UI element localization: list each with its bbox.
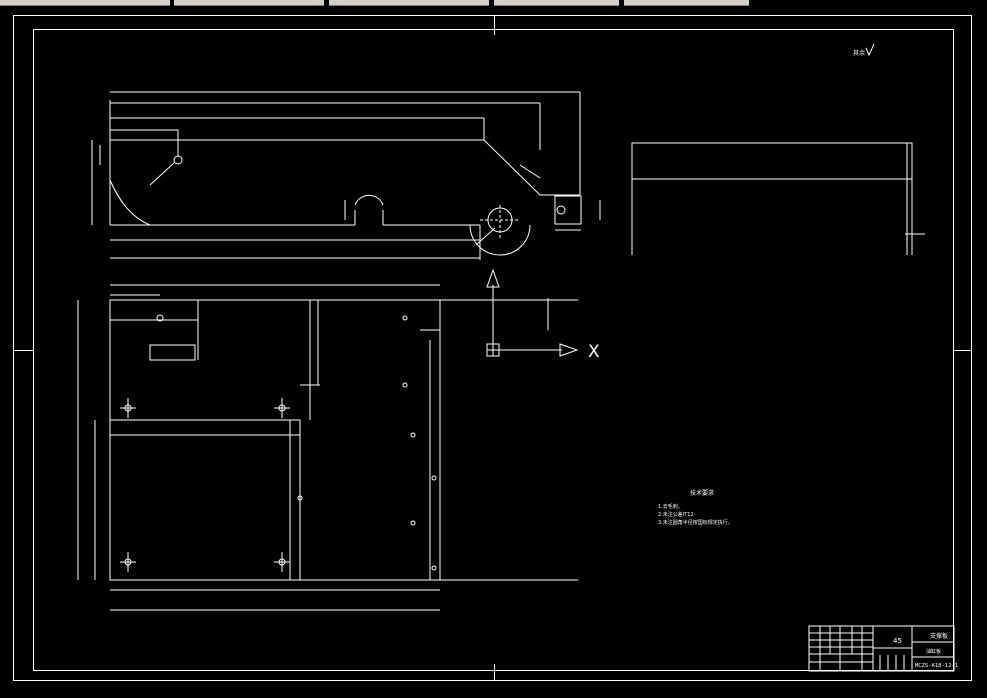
toolbar-segment[interactable]	[174, 0, 324, 6]
cad-canvas[interactable]: 45 支撑板 油缸板 MCZS-A18-12-1 技术要求 1.去毛刺。 2.未…	[0, 6, 987, 694]
toolbar-strip	[0, 0, 987, 6]
sheet-outer-border	[13, 15, 972, 681]
roughness-symbol	[865, 43, 875, 57]
drawing-number: MCZS-A18-12-1	[915, 663, 958, 669]
roughness-note: 其余	[853, 49, 865, 57]
part-name: 支撑板	[930, 632, 948, 640]
toolbar-segment[interactable]	[0, 0, 170, 6]
drawing-viewport[interactable]: 45 支撑板 油缸板 MCZS-A18-12-1 技术要求 1.去毛刺。 2.未…	[0, 6, 987, 694]
ucs-x-label: X	[588, 342, 600, 362]
tech-req-item-2: 2.未注公差IT12	[658, 511, 694, 518]
material-label: 45	[893, 637, 902, 645]
tech-req-item-1: 1.去毛刺。	[658, 503, 683, 510]
toolbar-segment[interactable]	[624, 0, 749, 6]
bottom-view	[77, 284, 578, 611]
part-name-2: 油缸板	[926, 648, 941, 655]
tech-req-item-3: 3.未注圆角半径按国标规定执行。	[658, 519, 733, 526]
ucs-icon	[486, 268, 579, 357]
toolbar-segment[interactable]	[494, 0, 619, 6]
title-block	[808, 625, 955, 672]
top-view	[91, 91, 601, 260]
toolbar-segment[interactable]	[329, 0, 489, 6]
tech-req-heading: 技术要求	[690, 489, 714, 497]
side-view	[631, 142, 925, 255]
